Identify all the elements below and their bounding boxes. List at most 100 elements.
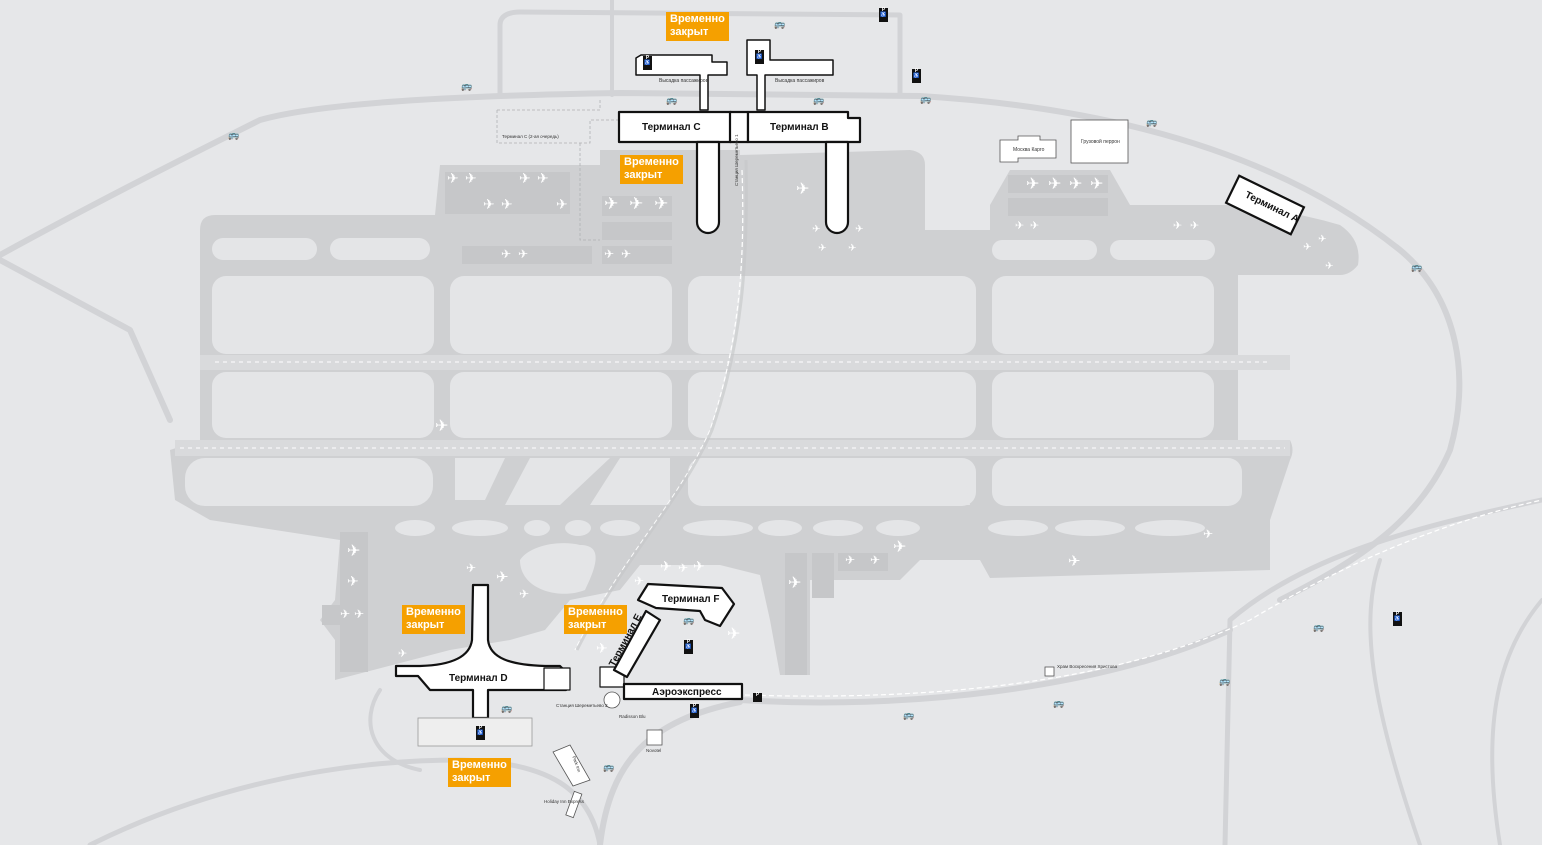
airplane-icon: ✈ (629, 194, 644, 214)
terminal-bc-complex (617, 39, 862, 235)
airplane-icon: ✈ (1048, 174, 1062, 193)
bus-icon: 🚌 (228, 131, 240, 141)
small-labels: Высадка пассажиров Высадка пассажиров Те… (502, 78, 1120, 804)
airplane-icon: ✈ (1015, 219, 1025, 232)
airplane-icon: ✈ (654, 194, 669, 214)
airplane-icon: ✈ (465, 171, 477, 187)
airplane-icon: ✈ (354, 607, 365, 621)
airplane-icon: ✈ (347, 541, 361, 560)
airplane-icon: ✈ (435, 416, 449, 435)
airplane-icon: ✈ (483, 197, 495, 213)
parking-accessible-icon[interactable]: P♿ (643, 56, 652, 70)
airplane-icon: ✈ (796, 179, 810, 198)
bus-icon: 🚌 (461, 82, 473, 92)
bus-icon: 🚌 (1411, 263, 1423, 273)
closed-badge-terminal-c: Временно закрыт (620, 155, 683, 184)
closed-badge-terminal-c-top: Временно закрыт (666, 12, 729, 41)
airplane-icon: ✈ (1026, 174, 1040, 193)
bus-icon: 🚌 (813, 96, 825, 106)
parking-d (417, 717, 533, 747)
airplane-icon: ✈ (845, 553, 856, 567)
parking-accessible-icon[interactable]: P♿ (690, 704, 699, 718)
airplane-icon: ✈ (447, 171, 459, 187)
station-sheremetyevo-1-label: Станция Шереметьево 1 (734, 134, 739, 186)
terminal-def-complex (394, 582, 744, 720)
airplane-icon: ✈ (634, 574, 645, 588)
airplane-icon: ✈ (466, 561, 477, 575)
parking-accessible-icon[interactable]: P♿ (912, 69, 921, 83)
bus-icon: 🚌 (920, 95, 932, 105)
bus-icon: 🚌 (1146, 118, 1158, 128)
church-label: Храм Воскресения Христова (1057, 664, 1118, 669)
terminal-c-label: Терминал C (642, 122, 701, 133)
dropoff-left-label: Высадка пассажиров (659, 78, 709, 84)
bus-icon: 🚌 (1313, 623, 1325, 633)
terminal-d-label: Терминал D (449, 673, 508, 684)
airplane-icon: ✈ (1090, 174, 1104, 193)
closed-badge-parking-d: Временно закрыт (448, 758, 511, 787)
airplane-icon: ✈ (556, 197, 568, 213)
moscow-cargo-label: Москва Карго (1013, 147, 1045, 153)
airplane-icon: ✈ (1325, 261, 1334, 272)
airplane-icon: ✈ (855, 224, 864, 235)
airplane-icon: ✈ (1318, 234, 1327, 245)
terminal-b-label: Терминал B (770, 122, 829, 133)
airplane-icon: ✈ (727, 624, 741, 643)
airplane-icon: ✈ (788, 573, 802, 592)
terminal-c-second-stage-outline (496, 100, 620, 241)
airplane-icon: ✈ (1069, 174, 1083, 193)
bus-icon: 🚌 (501, 704, 513, 714)
airplane-icon: ✈ (693, 559, 705, 575)
airplane-icon: ✈ (340, 607, 351, 621)
airplane-icon: ✈ (604, 194, 619, 214)
airplane-icon: ✈ (1303, 242, 1312, 253)
airplane-icon: ✈ (519, 171, 531, 187)
park-inn-label: Park Inn (571, 755, 582, 773)
bus-icon: 🚌 (903, 711, 915, 721)
parking-icon[interactable]: P (753, 693, 762, 702)
airplane-icon: ✈ (1173, 219, 1183, 232)
airplane-icon: ✈ (496, 568, 509, 586)
cargo-terminal-label: Грузовой перрон (1081, 138, 1120, 145)
airplane-icon: ✈ (501, 247, 512, 261)
bus-icon: 🚌 (683, 616, 695, 626)
terminal-f-label: Терминал F (662, 594, 720, 605)
airplane-icon: ✈ (660, 559, 672, 575)
bus-icon: 🚌 (1053, 699, 1065, 709)
airplane-icon: ✈ (604, 247, 615, 261)
airplane-icon: ✈ (1068, 552, 1081, 570)
airplane-icon: ✈ (812, 224, 821, 235)
radisson-label: Radisson Blu (619, 714, 646, 719)
station-sheremetyevo-2-label: Станция Шереметьево 2 (556, 703, 608, 708)
hotel-buildings (552, 666, 1055, 819)
airplane-icon: ✈ (678, 561, 689, 575)
novotel-label: Novotel (646, 748, 661, 753)
runway-lines (180, 361, 1285, 449)
airplane-icon: ✈ (519, 587, 530, 601)
terminal-a-building (1224, 174, 1306, 236)
grass-fields (185, 238, 1242, 594)
airplane-icon: ✈ (893, 537, 907, 556)
airplane-icon: ✈ (1190, 219, 1200, 232)
airplane-icon: ✈ (518, 247, 529, 261)
airplane-icon: ✈ (870, 553, 881, 567)
airplane-icon: ✈ (848, 243, 857, 254)
parking-accessible-icon[interactable]: P♿ (755, 50, 764, 64)
parking-accessible-icon[interactable]: P♿ (684, 640, 693, 654)
bus-icon: 🚌 (603, 763, 615, 773)
airplane-icon: ✈ (347, 574, 359, 590)
bus-icon: 🚌 (666, 96, 678, 106)
airplane-icon: ✈ (596, 641, 608, 657)
holiday-inn-label: Holiday Inn Express (544, 799, 585, 804)
closed-badge-terminal-d: Временно закрыт (402, 605, 465, 634)
dropoff-right-label: Высадка пассажиров (775, 78, 825, 84)
airplane-icon: ✈ (818, 243, 827, 254)
parking-accessible-icon[interactable]: P♿ (1393, 612, 1402, 626)
airplane-icon: ✈ (398, 647, 408, 660)
parking-accessible-icon[interactable]: P♿ (476, 726, 485, 740)
airplane-icon: ✈ (537, 171, 549, 187)
airplane-icon: ✈ (621, 247, 632, 261)
parking-accessible-icon[interactable]: P♿ (879, 8, 888, 22)
